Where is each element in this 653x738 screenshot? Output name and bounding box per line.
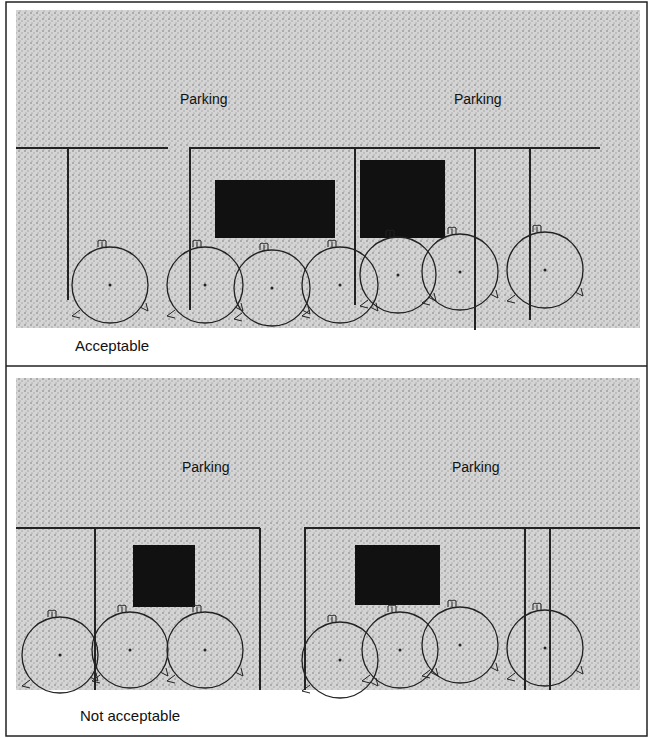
paving [16, 10, 640, 328]
area-label: Parking [180, 460, 231, 475]
stall-lines [16, 148, 640, 690]
frame [6, 2, 647, 736]
paving [16, 378, 640, 690]
panel-caption: Acceptable [75, 338, 149, 355]
area-label: Parking [452, 92, 503, 107]
panel-divider [6, 365, 647, 367]
panel-caption: Not acceptable [80, 708, 180, 725]
area-label: Parking [178, 92, 229, 107]
tree-symbols [22, 225, 583, 698]
obstruction [133, 160, 445, 607]
area-label: Parking [450, 460, 501, 475]
